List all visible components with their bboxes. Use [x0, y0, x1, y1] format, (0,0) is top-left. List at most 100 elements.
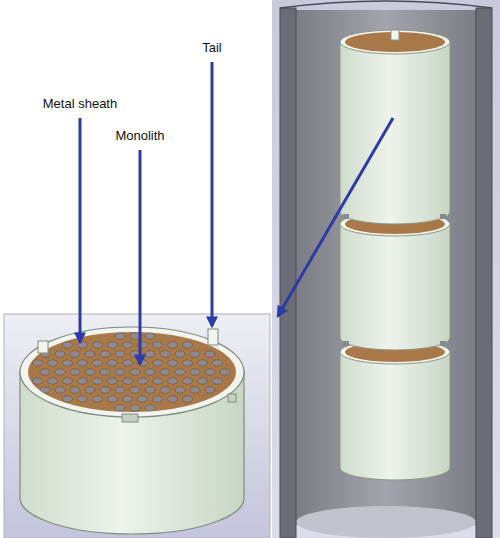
channel-hole: [55, 387, 65, 393]
channel-hole: [78, 342, 88, 348]
notch: [440, 341, 446, 346]
leader-arrow: [278, 118, 393, 316]
channel-hole: [130, 369, 140, 375]
channel-hole: [33, 360, 43, 366]
channel-hole: [48, 378, 58, 384]
channel-hole: [145, 351, 155, 357]
channel-hole: [168, 360, 178, 366]
channel-hole: [160, 369, 170, 375]
channel-hole: [145, 333, 155, 339]
channel-hole: [153, 360, 163, 366]
channel-hole: [85, 351, 95, 357]
canister-detail: [20, 327, 244, 534]
channel-hole: [168, 342, 178, 348]
channel-hole: [123, 360, 133, 366]
channel-hole: [175, 351, 185, 357]
channel-hole: [115, 387, 125, 393]
channel-hole: [153, 378, 163, 384]
channel-hole: [145, 387, 155, 393]
tail: [208, 329, 218, 345]
channel-hole: [40, 369, 50, 375]
channel-hole: [108, 342, 118, 348]
channel-hole: [145, 369, 155, 375]
monolith-channels: [33, 333, 231, 411]
channel-hole: [190, 387, 200, 393]
leader-arrow: [79, 118, 82, 342]
channel-hole: [93, 378, 103, 384]
channel-hole: [100, 369, 110, 375]
tube-bottom: [296, 506, 476, 538]
channel-hole: [183, 396, 193, 402]
channel-hole: [168, 378, 178, 384]
channel-hole: [70, 351, 80, 357]
channel-hole: [198, 378, 208, 384]
channel-hole: [130, 405, 140, 411]
channel-hole: [55, 369, 65, 375]
part-label: Metal sheath: [43, 96, 117, 112]
channel-hole: [100, 351, 110, 357]
channel-hole: [205, 369, 215, 375]
channel-hole: [183, 360, 193, 366]
canister: [340, 42, 450, 224]
notch: [343, 214, 349, 219]
canister-stack: [340, 30, 450, 480]
sheath-rim: [340, 30, 450, 54]
channel-hole: [175, 387, 185, 393]
tube-wall: [476, 8, 492, 538]
channel-hole: [205, 351, 215, 357]
channel-hole: [93, 342, 103, 348]
channel-hole: [123, 342, 133, 348]
channel-hole: [220, 369, 230, 375]
notch: [343, 341, 349, 346]
channel-hole: [123, 396, 133, 402]
background-panel: [272, 0, 500, 538]
channel-hole: [108, 360, 118, 366]
notch: [228, 394, 236, 402]
channel-hole: [115, 405, 125, 411]
channel-hole: [115, 333, 125, 339]
channel-hole: [78, 378, 88, 384]
channel-hole: [85, 369, 95, 375]
tail: [38, 341, 48, 353]
channel-hole: [160, 387, 170, 393]
channel-hole: [123, 378, 133, 384]
channel-hole: [93, 396, 103, 402]
channel-hole: [70, 369, 80, 375]
notch: [440, 214, 446, 219]
channel-hole: [213, 360, 223, 366]
channel-hole: [85, 387, 95, 393]
canister: [340, 224, 450, 350]
channel-hole: [130, 387, 140, 393]
channel-hole: [63, 342, 73, 348]
channel-hole: [108, 396, 118, 402]
tube-wall: [280, 8, 296, 538]
channel-hole: [138, 378, 148, 384]
channel-hole: [145, 405, 155, 411]
notch: [122, 414, 138, 422]
channel-hole: [198, 360, 208, 366]
channel-hole: [153, 396, 163, 402]
tube-rim: [280, 1, 492, 8]
part-label: Monolith: [115, 128, 164, 144]
channel-hole: [93, 360, 103, 366]
channel-hole: [70, 387, 80, 393]
channel-hole: [33, 378, 43, 384]
channel-hole: [168, 396, 178, 402]
channel-hole: [78, 396, 88, 402]
channel-hole: [63, 360, 73, 366]
monolith: [28, 332, 236, 412]
channel-hole: [190, 369, 200, 375]
channel-hole: [48, 360, 58, 366]
channel-hole: [175, 369, 185, 375]
channel-hole: [100, 387, 110, 393]
tail: [391, 30, 399, 40]
channel-hole: [183, 342, 193, 348]
channel-hole: [108, 378, 118, 384]
tube-interior: [296, 10, 476, 525]
sheath-rim: [20, 327, 244, 417]
channel-hole: [63, 396, 73, 402]
channel-hole: [190, 351, 200, 357]
leader-arrows: [80, 62, 393, 364]
leader-arrow: [211, 62, 214, 326]
